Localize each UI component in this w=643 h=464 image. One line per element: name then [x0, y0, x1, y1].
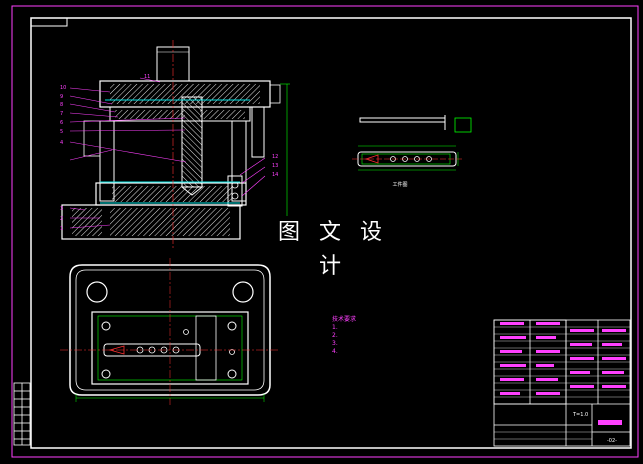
front-section-view	[61, 40, 290, 250]
note-line-4: 4.	[332, 348, 338, 355]
callout-10: 10	[60, 85, 66, 91]
title-block-fill-marks	[500, 322, 626, 425]
callout-12: 12	[272, 154, 278, 160]
title-block-sheet: -02-	[607, 438, 617, 444]
title-block-thickness: T=1.0	[572, 412, 588, 418]
workpiece-label: 工件图	[392, 181, 407, 188]
watermark-text: 图 文 设 计	[258, 216, 408, 279]
callout-6: 6	[60, 120, 63, 126]
callout-8: 8	[60, 102, 63, 108]
notes-title: 技术要求	[332, 316, 357, 323]
title-block-rows	[494, 326, 630, 440]
plan-view	[60, 258, 280, 405]
callout-labels: 10 9 8 7 6 5 4 3 2 1 11 12 13 14	[60, 74, 278, 232]
top-left-box	[30, 17, 68, 27]
callout-2: 2	[60, 216, 63, 222]
callout-3: 3	[60, 206, 63, 212]
outer-border	[11, 5, 639, 458]
callout-4: 4	[60, 140, 63, 146]
callout-14: 14	[272, 172, 278, 178]
workpiece-view: 工件图	[352, 115, 472, 188]
callout-13: 13	[272, 163, 278, 169]
note-line-3: 3.	[332, 340, 338, 347]
drawing-frame	[30, 17, 632, 449]
technical-notes: 技术要求 1. 2. 3. 4.	[332, 316, 356, 356]
binding-strip	[13, 382, 31, 446]
callout-11: 11	[144, 74, 150, 80]
note-line-1: 1.	[332, 324, 338, 331]
note-line-2: 2.	[332, 332, 338, 339]
callout-7: 7	[60, 111, 63, 117]
callout-5: 5	[60, 129, 63, 135]
callout-1: 1	[60, 226, 63, 232]
callout-9: 9	[60, 94, 63, 100]
